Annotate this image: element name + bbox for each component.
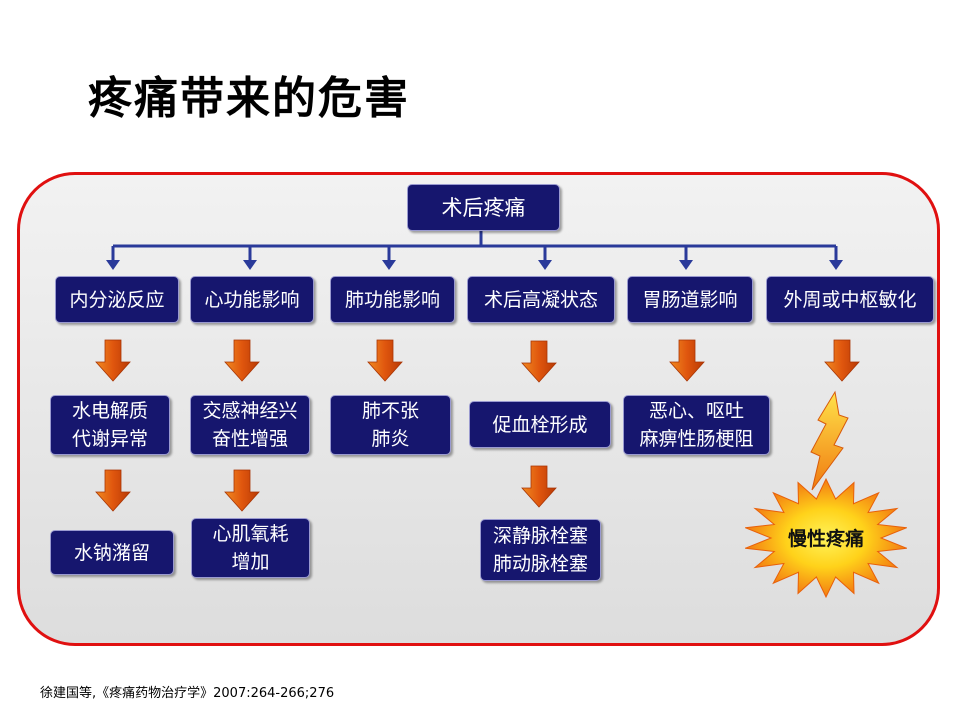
effect-node: 心肌氧耗 增加 [191, 518, 310, 578]
effect-line: 肺炎 [371, 428, 410, 450]
category-label: 外周或中枢敏化 [783, 288, 917, 311]
effect-node: 水电解质 代谢异常 [50, 395, 170, 455]
connector-arrowhead [382, 260, 396, 270]
effect-node: 肺不张 肺炎 [330, 395, 451, 455]
category-label: 胃肠道影响 [642, 288, 738, 311]
connector-lines [111, 231, 838, 262]
down-arrow-icon [521, 340, 557, 383]
effect-line: 水电解质 [71, 400, 148, 422]
effect-line: 深静脉栓塞 [492, 525, 588, 547]
effect-line: 肺动脉栓塞 [492, 553, 588, 575]
effect-line: 肺不张 [361, 400, 419, 422]
connector-arrowhead [106, 260, 120, 270]
category-node: 胃肠道影响 [627, 276, 753, 323]
connector-arrowhead [679, 260, 693, 270]
effect-node: 恶心、呕吐 麻痹性肠梗阻 [623, 395, 770, 455]
down-arrow-icon [521, 465, 557, 508]
connector-arrowhead [243, 260, 257, 270]
category-node: 内分泌反应 [55, 276, 179, 323]
effect-node: 水钠潴留 [50, 530, 174, 575]
effect-line: 代谢异常 [71, 428, 148, 450]
down-arrow-icon [824, 339, 860, 382]
orange-arrows [95, 339, 860, 512]
root-node: 术后疼痛 [407, 184, 560, 231]
down-arrow-icon [95, 339, 131, 382]
effect-node: 深静脉栓塞 肺动脉栓塞 [480, 519, 601, 581]
effect-line: 增加 [231, 551, 270, 573]
effect-node: 交感神经兴 奋性增强 [190, 395, 310, 455]
category-label: 心功能影响 [204, 288, 300, 311]
chronic-pain-label: 慢性疼痛 [787, 527, 864, 550]
effect-line: 心肌氧耗 [212, 523, 289, 545]
connector-arrowhead [829, 260, 843, 270]
effect-node: 促血栓形成 [469, 401, 611, 448]
lightning-bolt-icon [810, 390, 849, 491]
effect-line: 促血栓形成 [492, 413, 588, 436]
effect-line: 奋性增强 [211, 428, 288, 450]
connector-arrowhead [538, 260, 552, 270]
category-node: 外周或中枢敏化 [766, 276, 934, 323]
category-node: 术后高凝状态 [467, 276, 615, 323]
connector-arrowheads [106, 260, 843, 270]
category-node: 肺功能影响 [330, 276, 455, 323]
root-node-label: 术后疼痛 [441, 195, 526, 220]
reference-citation: 徐建国等,《疼痛药物治疗学》2007:264-266;276 [40, 686, 335, 701]
effect-line: 恶心、呕吐 [648, 400, 744, 422]
page-title: 疼痛带来的危害 [88, 73, 410, 124]
down-arrow-icon [224, 469, 260, 512]
category-label: 内分泌反应 [69, 288, 165, 311]
down-arrow-icon [669, 339, 705, 382]
category-label: 肺功能影响 [344, 288, 440, 311]
effect-line: 麻痹性肠梗阻 [639, 428, 754, 450]
effect-line: 交感神经兴 [202, 400, 298, 422]
down-arrow-icon [367, 339, 403, 382]
category-label: 术后高凝状态 [483, 288, 598, 311]
down-arrow-icon [224, 339, 260, 382]
category-node: 心功能影响 [190, 276, 314, 323]
starburst-icon [745, 477, 907, 599]
effect-line: 水钠潴留 [73, 541, 150, 564]
down-arrow-icon [95, 469, 131, 512]
